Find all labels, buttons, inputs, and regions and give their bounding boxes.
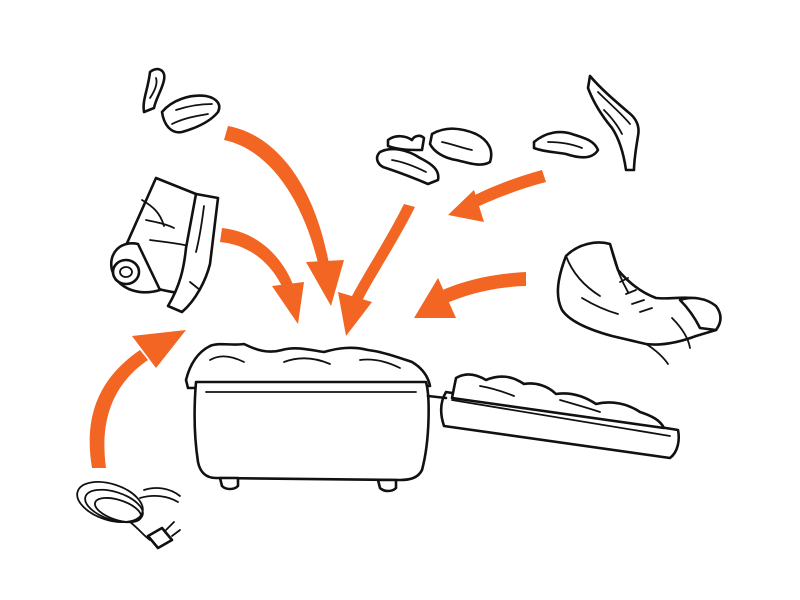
arrow-from-bandana <box>448 170 546 222</box>
folded-clothes-icon <box>109 176 220 314</box>
arrow-from-socks <box>224 126 344 306</box>
arrow-from-garments <box>338 204 415 336</box>
garment-icon <box>428 127 493 166</box>
bandana-icon <box>586 74 640 172</box>
small-garment-icon <box>532 130 600 159</box>
arrow-from-boot <box>414 272 526 318</box>
open-suitcase-icon <box>184 342 681 493</box>
arrow-from-cable <box>89 330 186 468</box>
arrows <box>89 126 546 468</box>
socks-icon <box>142 67 221 134</box>
arrow-from-folded-clothes <box>220 228 304 324</box>
charger-cable-icon <box>76 481 181 550</box>
underwear-icon <box>375 134 440 186</box>
boot-icon <box>556 241 722 365</box>
